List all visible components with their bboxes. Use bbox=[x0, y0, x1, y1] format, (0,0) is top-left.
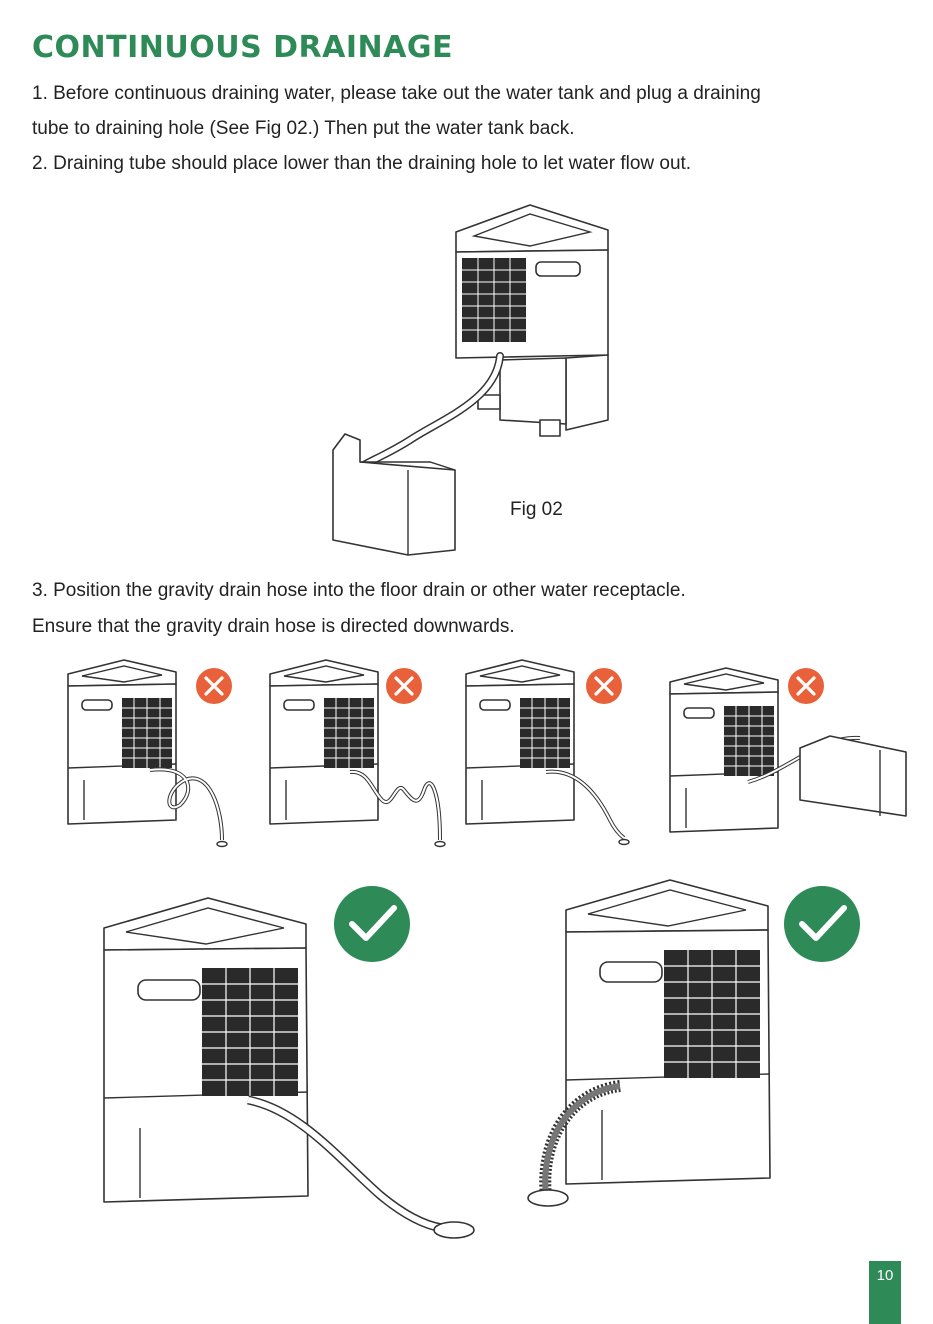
cross-circle-icon bbox=[384, 666, 424, 706]
wrong-example-3 bbox=[465, 659, 630, 846]
figure-caption: Fig 02 bbox=[510, 499, 563, 520]
instruction-step2: 2. Draining tube should place lower than… bbox=[32, 153, 692, 174]
fig02-illustration bbox=[332, 204, 609, 556]
check-circle-icon bbox=[784, 886, 860, 962]
page-title: CONTINUOUS DRAINAGE bbox=[32, 30, 453, 65]
instruction-step1-line1: 1. Before continuous draining water, ple… bbox=[32, 83, 761, 104]
page-number-tab: 10 bbox=[869, 1261, 901, 1324]
wrong-example-2 bbox=[269, 659, 446, 848]
cross-circle-icon bbox=[194, 666, 234, 706]
cross-circle-icon bbox=[786, 666, 826, 706]
page-number: 10 bbox=[876, 1267, 894, 1284]
check-circle-icon bbox=[334, 886, 410, 962]
wrong-example-1 bbox=[67, 659, 234, 848]
instruction-step1-line2: tube to draining hole (See Fig 02.) Then… bbox=[32, 118, 575, 139]
instruction-step3-line1: 3. Position the gravity drain hose into … bbox=[32, 580, 686, 601]
instruction-step3-line2: Ensure that the gravity drain hose is di… bbox=[32, 616, 515, 637]
cross-circle-icon bbox=[584, 666, 624, 706]
right-example-1 bbox=[103, 886, 475, 1239]
wrong-example-4 bbox=[669, 666, 907, 833]
right-example-2 bbox=[527, 879, 860, 1207]
